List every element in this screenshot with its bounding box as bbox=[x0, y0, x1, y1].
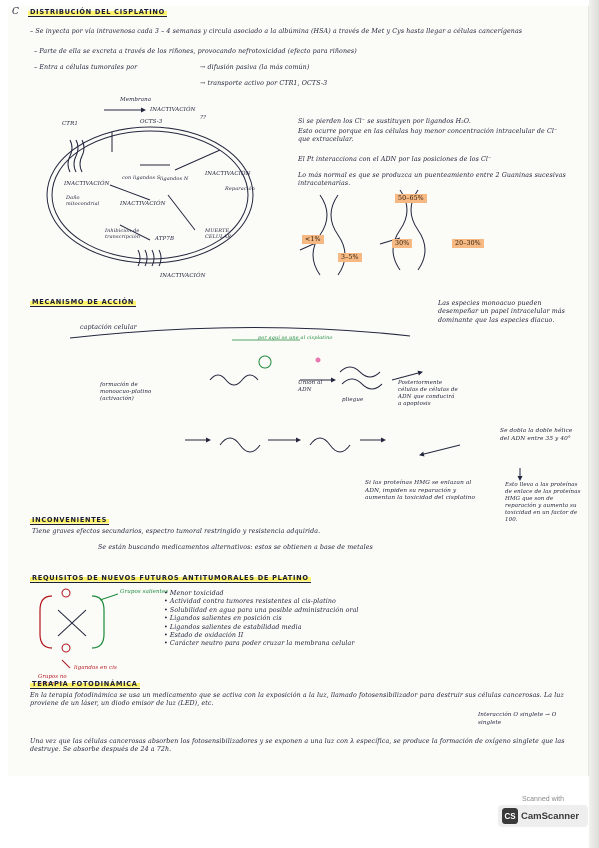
cell-membrane-label: Membrana bbox=[120, 97, 152, 103]
captacion-label: captación celular bbox=[80, 324, 137, 331]
notebook-page bbox=[8, 6, 589, 776]
entry-transporte: → transporte activo por CTR1, OCTS-3 bbox=[200, 80, 328, 87]
pct-lt1: <1% bbox=[302, 235, 324, 244]
section-title-distribucion: Distribución del cisplatino bbox=[28, 8, 167, 17]
pliegue-label: pliegue bbox=[342, 397, 364, 403]
watermark-logo: CS CamScanner bbox=[498, 805, 588, 827]
monoacuo-formation: formación de monoacuo-platino (activació… bbox=[100, 382, 152, 402]
grupos-salientes: Grupos salientes bbox=[120, 589, 169, 595]
watermark-caption: Scanned with bbox=[521, 796, 565, 803]
req-2: • Actividad contra tumores resistentes a… bbox=[164, 598, 336, 606]
monoacuo-note: Las especies monoacuo pueden desempeñar … bbox=[438, 300, 565, 324]
terapia-line1: En la terapia fotodinámica se usa un med… bbox=[30, 692, 564, 708]
ligandos-cis: ligandos en cis bbox=[74, 665, 117, 671]
cell-repair: Reparación bbox=[225, 186, 255, 192]
page-edge-shadow bbox=[589, 0, 599, 848]
page-label: C bbox=[12, 7, 19, 17]
note-entrada: – Entra a células tumorales por bbox=[34, 64, 138, 71]
pct-3-5: 3–5% bbox=[338, 253, 362, 262]
watermark-brand: CamScanner bbox=[521, 810, 580, 822]
cell-ligands-n: ligandos N bbox=[160, 176, 189, 182]
req-6: • Estado de oxidación II bbox=[164, 632, 244, 640]
note-inyeccion: – Se inyecta por vía intravenosa cada 3 … bbox=[30, 28, 523, 35]
pct-30: 30% bbox=[392, 239, 413, 248]
cell-inact-2: INACTIVACIÓN bbox=[64, 181, 110, 187]
req-7: • Carácter neutro para poder cruzar la m… bbox=[164, 640, 355, 648]
camscanner-watermark: Scanned with CS CamScanner bbox=[498, 796, 588, 840]
entry-difusion: → difusión pasiva (la más común) bbox=[200, 64, 310, 71]
camscanner-icon: CS bbox=[502, 808, 518, 824]
oxygen-note: Interacción O singlete → O singlete bbox=[478, 712, 557, 726]
cell-inact-3: INACTIVACIÓN bbox=[205, 171, 251, 177]
section-title-requisitos: Requisitos de nuevos futuros antitumoral… bbox=[30, 574, 311, 583]
cell-ctr1: CTR1 bbox=[62, 121, 78, 127]
note-cl-conc: Esto ocurre porque en las células hay me… bbox=[298, 128, 558, 144]
cell-atp7b: ATP7B bbox=[155, 236, 175, 242]
note-pt-dna: El Pt interacciona con el ADN por las po… bbox=[298, 156, 492, 163]
cell-ligands-s: con ligandos S bbox=[122, 175, 161, 181]
hmg-left-note: Si las proteínas HMG se enlazan al ADN, … bbox=[365, 480, 476, 501]
req-4: • Ligandos salientes en posición cis bbox=[164, 615, 282, 623]
req-3: • Solubilidad en agua para una posible a… bbox=[164, 606, 359, 614]
section-title-mecanismo: Mecanismo de acción bbox=[30, 298, 137, 307]
cell-death: MUERTE CELULAR bbox=[205, 228, 232, 240]
terapia-line2: Una vez que las células cancerosas absor… bbox=[30, 738, 565, 754]
inconvenientes-line2: Se están buscando medicamentos alternati… bbox=[98, 544, 373, 551]
union-adn: Unión al ADN bbox=[298, 380, 323, 393]
note-cl-loss: Si se pierden los Cl⁻ se sustituyen por … bbox=[298, 118, 471, 125]
req-5: • Ligandos salientes de estabilidad medi… bbox=[164, 623, 302, 631]
hmg-right-note: Esto lleva a las proteínas de enlace de … bbox=[505, 482, 581, 523]
cell-inact-1: INACTIVACIÓN bbox=[150, 107, 196, 113]
pct-20-30: 20–30% bbox=[452, 239, 484, 248]
cell-transcription: Inhibición de transcripción bbox=[105, 228, 141, 240]
section-title-inconvenientes: Inconvenientes bbox=[30, 516, 110, 525]
note-guanines: Lo más normal es que se produzca un puen… bbox=[298, 172, 566, 188]
requirements-list: • Menor toxicidad • Actividad contra tum… bbox=[164, 590, 534, 649]
apoptosis-note: Posteriormente células de células de ADN… bbox=[398, 380, 458, 407]
cell-inact-5: INACTIVACIÓN bbox=[160, 273, 206, 279]
cell-inact-4: INACTIVACIÓN bbox=[120, 201, 166, 207]
pct-50-65: 50–65% bbox=[395, 194, 427, 203]
section-title-terapia: Terapia fotodinámica bbox=[30, 680, 140, 689]
cell-question: ?? bbox=[200, 115, 207, 121]
cell-octs: OCTS-3 bbox=[140, 119, 163, 125]
cell-damage: Daño mitocondrial bbox=[66, 195, 100, 207]
pink-note: por aquí se une al cisplatino bbox=[258, 335, 333, 341]
req-1: • Menor toxicidad bbox=[164, 590, 224, 597]
dna-bend-note: Se dobla la doble hélice del ADN entre 3… bbox=[500, 428, 573, 442]
inconvenientes-line1: Tiene graves efectos secundarios, espect… bbox=[32, 528, 321, 535]
note-excrecion: – Parte de ella se excreta a través de l… bbox=[34, 48, 357, 55]
